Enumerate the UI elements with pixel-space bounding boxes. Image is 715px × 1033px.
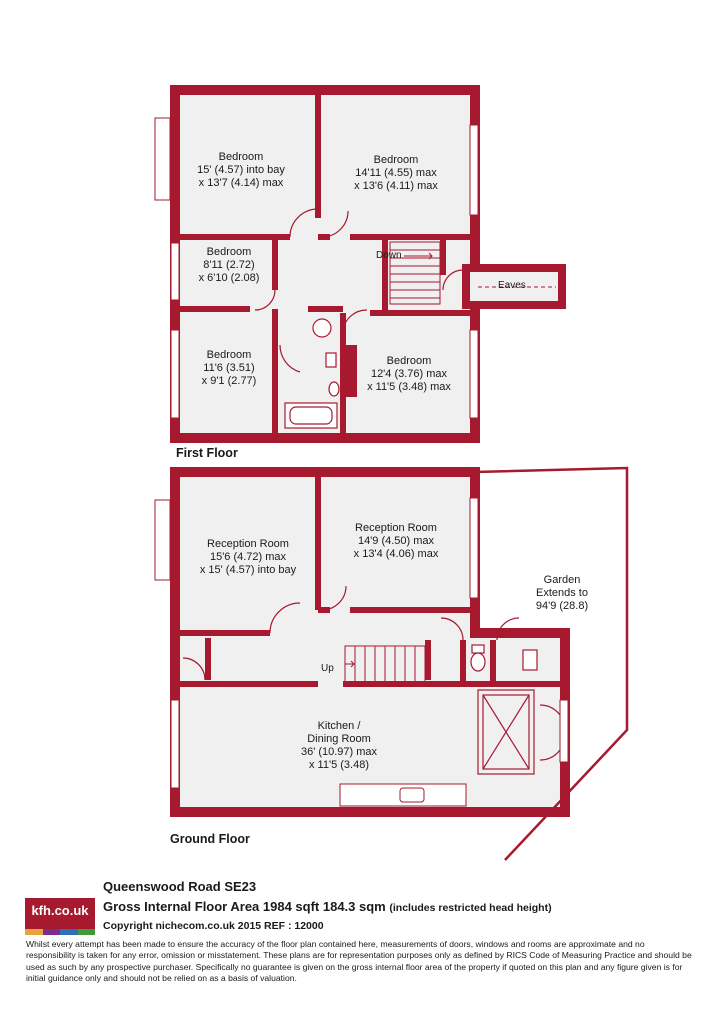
room-dims: x 13'4 (4.06) max (353, 548, 439, 560)
garden-title: Garden (543, 574, 581, 586)
logo-bar-green (77, 929, 95, 935)
reception-room-2-label: Reception Room 14'9 (4.50) max x 13'4 (4… (354, 522, 439, 561)
ground-floor-windows (154, 467, 569, 789)
room-dims: x 11'5 (3.48) (309, 759, 369, 771)
first-floor-interior-walls (180, 95, 470, 433)
bedroom-1-label: Bedroom 15' (4.57) into bay x 13'7 (4.14… (197, 151, 285, 190)
ground-floor-interior-walls (180, 477, 560, 687)
ground-floor-wc (470, 644, 538, 672)
copyright: Copyright nichecom.co.uk 2015 REF : 1200… (103, 920, 324, 932)
room-name: Dining Room (307, 733, 371, 745)
ground-floor-doors (182, 585, 566, 761)
room-name: Bedroom (218, 151, 264, 163)
room-dims: x 15' (4.57) into bay (199, 564, 297, 576)
stairs-down-label: Down (376, 250, 402, 261)
skylight (477, 689, 535, 775)
garden-extent: Extends to (536, 587, 588, 599)
room-dims: 15' (4.57) into bay (197, 164, 285, 176)
room-dims: 12'4 (3.76) max (370, 368, 448, 380)
room-dims: x 13'6 (4.11) max (354, 180, 438, 192)
garden-label: Garden Extends to 94'9 (28.8) (536, 574, 588, 613)
bathroom-fittings (284, 318, 340, 429)
first-floor-plan (154, 85, 566, 443)
logo-bar-orange (25, 929, 43, 935)
room-dims: x 13'7 (4.14) max (198, 177, 284, 189)
kitchen-counter (339, 783, 467, 807)
reception-room-1-label: Reception Room 15'6 (4.72) max x 15' (4.… (200, 538, 296, 577)
property-address: Queenswood Road SE23 (103, 879, 257, 894)
bedroom-4-label: Bedroom 11'6 (3.51) x 9'1 (2.77) (202, 349, 257, 388)
room-dims: x 9'1 (2.77) (201, 375, 257, 387)
bedroom-5-label: Bedroom 12'4 (3.76) max x 11'5 (3.48) ma… (367, 355, 451, 394)
kitchen-dining-label: Kitchen / Dining Room 36' (10.97) max x … (301, 720, 377, 772)
eaves-label: Eaves (498, 280, 526, 291)
room-name: Kitchen / (317, 720, 361, 732)
bedroom-3-label: Bedroom 8'11 (2.72) x 6'10 (2.08) (199, 246, 260, 285)
room-name: Bedroom (206, 246, 252, 258)
room-dims: 14'11 (4.55) max (355, 167, 437, 179)
logo-color-bars (25, 929, 95, 935)
logo-bar-blue (60, 929, 78, 935)
floor-area-value: Gross Internal Floor Area 1984 sqft 184.… (103, 899, 386, 914)
room-dims: 15'6 (4.72) max (209, 551, 287, 563)
room-name: Bedroom (373, 154, 419, 166)
ground-floor-title: Ground Floor (170, 832, 250, 846)
disclaimer: Whilst every attempt has been made to en… (26, 939, 692, 983)
room-name: Reception Room (355, 522, 437, 534)
logo-bar-purple (42, 929, 60, 935)
ground-floor-plan (154, 466, 629, 861)
kfh-logo[interactable]: kfh.co.uk (25, 898, 95, 935)
first-floor-title: First Floor (176, 446, 238, 460)
floor-area: Gross Internal Floor Area 1984 sqft 184.… (103, 899, 552, 914)
stairs-up-label: Up (321, 663, 334, 674)
ground-floor-stairs (344, 645, 426, 683)
logo-text: kfh.co.uk (31, 903, 89, 918)
room-dims: 11'6 (3.51) (203, 362, 255, 374)
garden-size: 94'9 (28.8) (535, 600, 589, 612)
room-name: Bedroom (206, 349, 252, 361)
floor-area-note: (includes restricted head height) (389, 902, 552, 914)
room-dims: 36' (10.97) max (300, 746, 378, 758)
first-floor-doors (254, 208, 464, 373)
room-name: Reception Room (207, 538, 289, 550)
garden-boundary (474, 466, 629, 861)
first-floor-cupboard (343, 345, 357, 397)
room-dims: x 6'10 (2.08) (198, 272, 260, 284)
room-dims: 14'9 (4.50) max (357, 535, 435, 547)
room-dims: x 11'5 (3.48) max (367, 381, 451, 393)
bedroom-2-label: Bedroom 14'11 (4.55) max x 13'6 (4.11) m… (354, 154, 438, 193)
first-floor-stairs (389, 241, 441, 305)
room-name: Bedroom (386, 355, 432, 367)
first-floor-windows (154, 85, 479, 443)
room-dims: 8'11 (2.72) (203, 259, 255, 271)
